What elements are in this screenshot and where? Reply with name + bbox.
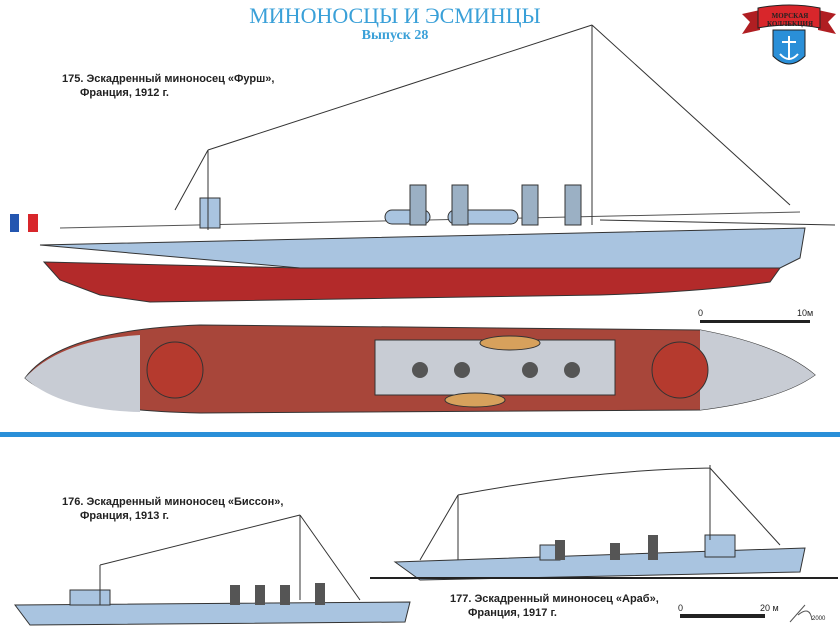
issue-number: Выпуск 28 <box>361 28 429 43</box>
caption-line: Франция, 1913 г. <box>80 510 169 522</box>
artist-signature <box>789 604 813 623</box>
caption-line: 177. Эскадренный миноносец «Араб», <box>450 593 659 605</box>
ship-175-side-view <box>10 24 836 303</box>
scale-end-label: 10м <box>797 308 814 318</box>
caption-line: 175. Эскадренный миноносец «Фурш», <box>62 73 275 85</box>
logo <box>742 4 836 65</box>
ship-175-top-view <box>24 324 816 414</box>
scale-start-label: 0 <box>698 308 704 318</box>
section-divider <box>0 432 840 437</box>
ship-176-side-view <box>14 514 411 626</box>
caption-line: Франция, 1917 г. <box>468 607 557 619</box>
caption-ship-177: 177. Эскадренный миноносец «Араб», Франц… <box>450 592 659 620</box>
ship-177-side-view <box>370 465 838 581</box>
scale-start-label: 0 <box>678 603 684 613</box>
scale-bar-20m <box>680 614 765 618</box>
caption-line: 176. Эскадренный миноносец «Биссон», <box>62 496 284 508</box>
caption-ship-175: 175. Эскадренный миноносец «Фурш», Франц… <box>62 72 274 100</box>
logo-text: МОРСКАЯ КОЛЛЕКЦИЯ <box>766 12 814 28</box>
scale-end-label: 20 м <box>760 603 779 613</box>
caption-ship-176: 176. Эскадренный миноносец «Биссон», Фра… <box>62 495 283 523</box>
page-title: МИНОНОСЦЫ И ЭСМИНЦЫ <box>249 3 541 28</box>
caption-line: Франция, 1912 г. <box>80 87 169 99</box>
scale-bar-10m <box>700 320 810 323</box>
signature-year: 2000 <box>812 616 826 622</box>
